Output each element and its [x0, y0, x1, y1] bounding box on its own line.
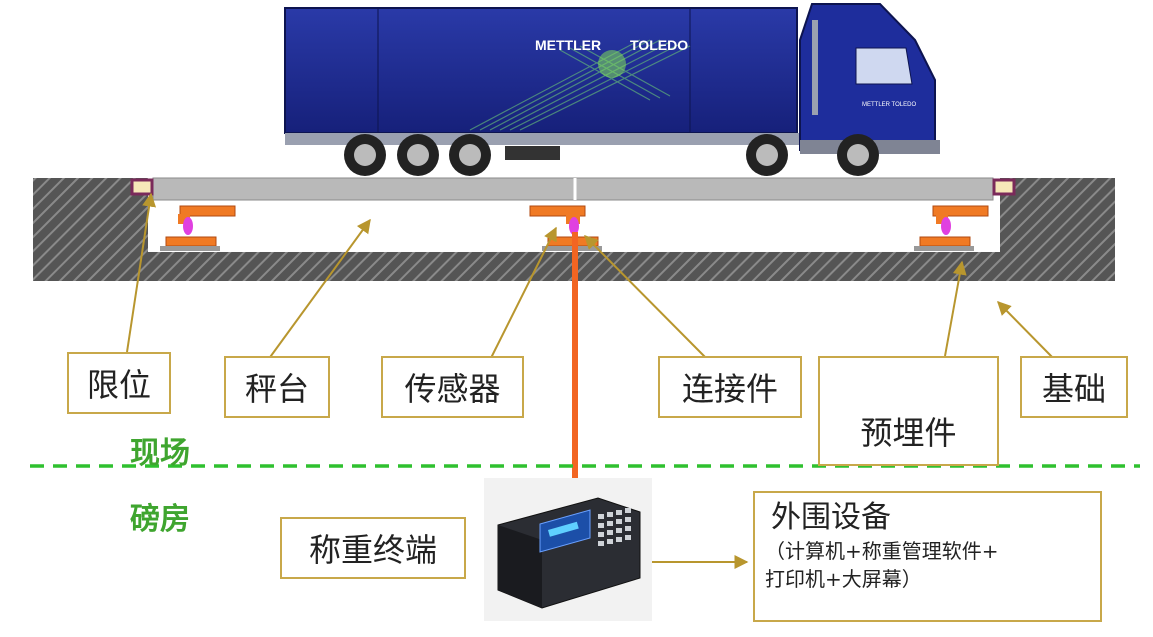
load-cell-left	[160, 205, 236, 251]
leader-foundation	[997, 301, 1056, 361]
label-limit-text: 限位	[86, 366, 151, 404]
cab-logo: METTLER TOLEDO	[862, 102, 916, 108]
label-embedded-text: 预埋件	[860, 414, 957, 452]
weighing-indicator-device-icon	[484, 478, 652, 621]
leader-sensor	[489, 226, 557, 361]
zone-site-label: 现场	[130, 436, 190, 471]
leader-embedded	[944, 260, 967, 357]
zone-weighroom-label: 磅房	[130, 502, 190, 537]
leader-platform	[267, 218, 371, 361]
label-sensor-text: 传感器	[404, 370, 501, 408]
label-limit: 限位	[67, 352, 171, 414]
limit-stop-right	[992, 178, 1016, 196]
trailer-body	[284, 7, 798, 134]
leader-connector	[584, 235, 709, 361]
limit-stop-left	[130, 178, 154, 196]
leader-limit	[126, 192, 157, 353]
truck: METTLER TOLEDO METTLER TOLEDO	[284, 3, 940, 176]
label-connector: 连接件	[658, 356, 802, 418]
label-terminal: 称重终端	[280, 517, 466, 579]
label-connector-text: 连接件	[681, 370, 778, 408]
load-cell-right	[914, 205, 989, 251]
label-platform-text: 秤台	[244, 370, 309, 408]
label-embedded: 预埋件	[818, 356, 999, 466]
trailer-brand-right: TOLEDO	[630, 37, 688, 53]
trailer-brand-left: METTLER	[535, 37, 601, 53]
label-sensor: 传感器	[381, 356, 524, 418]
peripheral-detail-line1: （计算机+称重管理软件+	[765, 539, 999, 563]
peripheral-equipment-box: 外围设备 （计算机+称重管理软件+ 打印机+大屏幕）	[753, 491, 1102, 622]
peripheral-title: 外围设备	[771, 500, 891, 535]
label-foundation: 基础	[1020, 356, 1128, 418]
leader-lines	[126, 192, 1056, 569]
label-platform: 秤台	[224, 356, 330, 418]
signal-cable	[572, 232, 578, 478]
truck-wheels	[344, 134, 879, 176]
label-terminal-text: 称重终端	[308, 531, 437, 569]
label-foundation-text: 基础	[1041, 370, 1106, 408]
weigh-platform-deck	[152, 177, 994, 201]
foundation-left	[33, 178, 148, 281]
foundation-right	[1000, 178, 1115, 281]
peripheral-detail-line2: 打印机+大屏幕）	[765, 567, 922, 591]
